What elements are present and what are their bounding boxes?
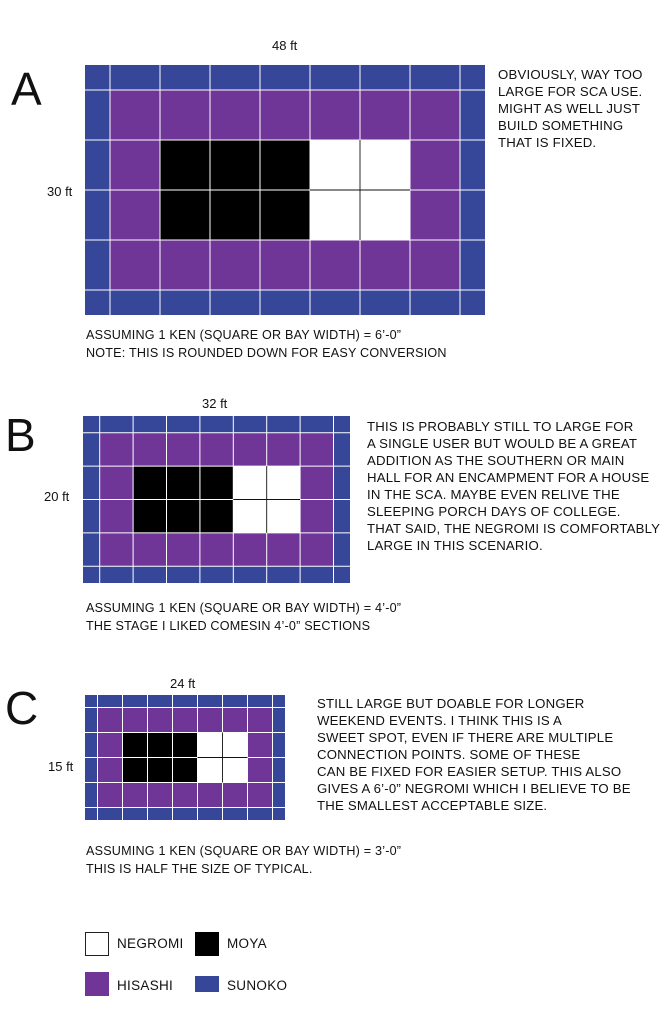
- legend-label-hisashi: HISASHI: [117, 978, 174, 993]
- legend-swatch-sunoko: [195, 976, 219, 992]
- section-a-height-label: 30 ft: [47, 184, 73, 199]
- legend-label-sunoko: SUNOKO: [227, 978, 288, 993]
- section-c-height-label: 15 ft: [48, 759, 74, 774]
- section-c-width-label: 24 ft: [170, 676, 196, 691]
- section-a-letter: A: [11, 63, 42, 115]
- section-a-description: OBVIOUSLY, WAY TOO LARGE FOR SCA USE. MI…: [498, 67, 643, 150]
- section-b-assumption: ASSUMING 1 KEN (SQUARE OR BAY WIDTH) = 4…: [86, 601, 402, 633]
- floor-plan-b: [83, 416, 351, 583]
- section-c-description: STILL LARGE BUT DOABLE FOR LONGER WEEKEN…: [317, 696, 631, 813]
- floor-plan-a: [85, 65, 485, 315]
- negromi-cross-lines: [310, 140, 410, 240]
- legend-swatch-negromi: [85, 932, 109, 956]
- section-b-description: THIS IS PROBABLY STILL TO LARGE FOR A SI…: [367, 419, 661, 553]
- section-c-letter: C: [5, 682, 39, 734]
- negromi-cross-lines: [197, 732, 248, 783]
- floor-plan-c: [85, 695, 285, 820]
- legend-swatch-hisashi: [85, 972, 109, 996]
- section-b-letter: B: [5, 409, 36, 461]
- section-a-assumption: ASSUMING 1 KEN (SQUARE OR BAY WIDTH) = 6…: [86, 328, 447, 360]
- moya-grid-lines: [160, 140, 310, 240]
- moya-grid-lines: [133, 466, 234, 533]
- section-c-assumption: ASSUMING 1 KEN (SQUARE OR BAY WIDTH) = 3…: [86, 844, 402, 876]
- legend-label-negromi: NEGROMI: [117, 936, 184, 951]
- legend-label-moya: MOYA: [227, 936, 267, 951]
- negromi-cross-lines: [233, 466, 301, 533]
- moya-grid-lines: [122, 732, 198, 783]
- section-a-width-label: 48 ft: [272, 38, 298, 53]
- legend-swatch-moya: [195, 932, 219, 956]
- section-b-width-label: 32 ft: [202, 396, 228, 411]
- section-b-height-label: 20 ft: [44, 489, 70, 504]
